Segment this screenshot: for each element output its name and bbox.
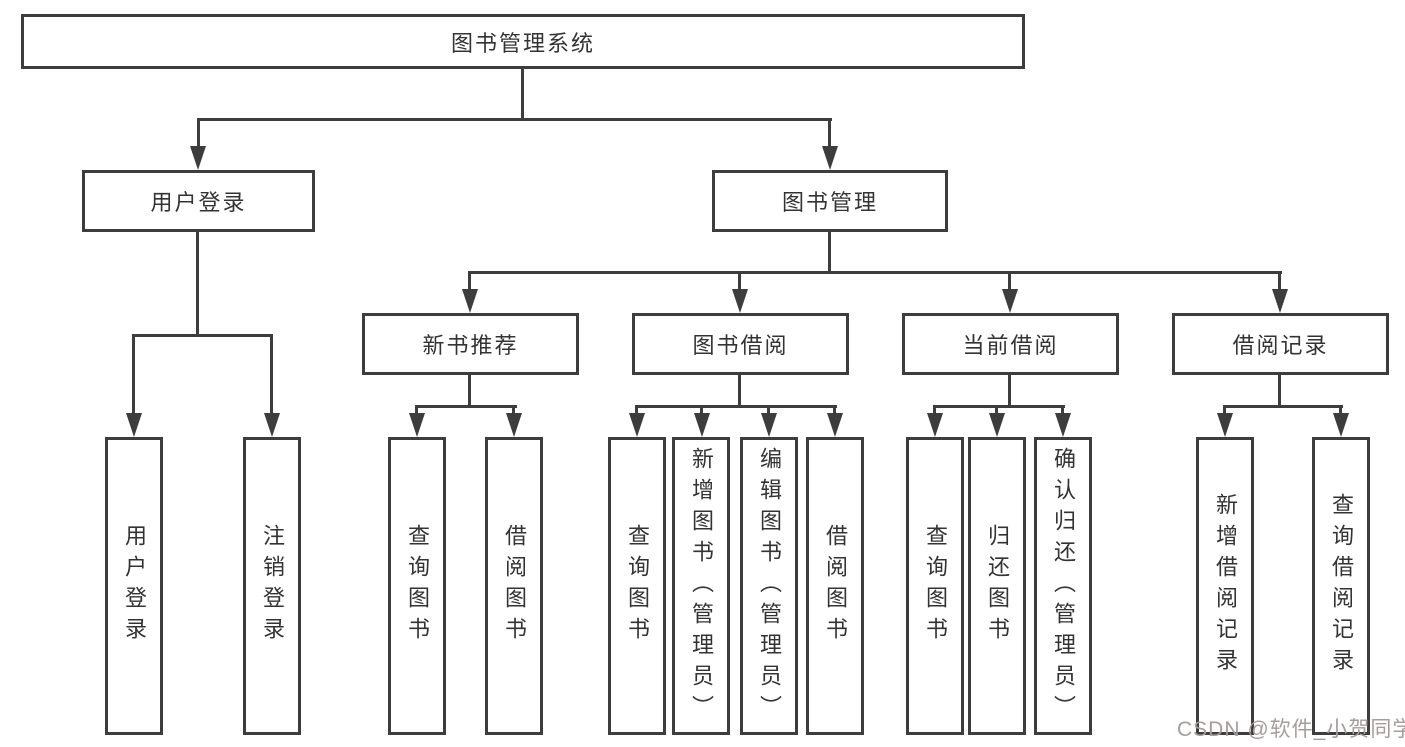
node-current-borrowing: 当前借阅 bbox=[902, 313, 1119, 375]
leaf-add-books-admin: 新增图书（管理员） bbox=[672, 437, 730, 735]
connector-line bbox=[415, 405, 517, 408]
node-label: 用户登录 bbox=[150, 190, 247, 215]
connector-line bbox=[1339, 405, 1342, 417]
connector-line bbox=[415, 405, 418, 417]
node-book-management: 图书管理 bbox=[712, 170, 948, 232]
node-label: 借阅图书 bbox=[823, 524, 848, 648]
node-label: 新书推荐 bbox=[422, 333, 519, 358]
leaf-borrow-books-newbook: 借阅图书 bbox=[485, 437, 543, 735]
node-label: 新增图书（管理员） bbox=[689, 446, 714, 726]
node-label: 编辑图书（管理员） bbox=[757, 446, 782, 726]
node-label: 图书管理系统 bbox=[450, 30, 595, 56]
node-borrow-records: 借阅记录 bbox=[1172, 313, 1389, 375]
leaf-query-books-newbook: 查询图书 bbox=[388, 437, 446, 735]
connector-line bbox=[995, 405, 998, 417]
connector-line bbox=[1223, 405, 1343, 408]
leaf-user-login: 用户登录 bbox=[105, 437, 163, 735]
arrowhead-down-icon bbox=[409, 413, 425, 437]
connector-line bbox=[1278, 375, 1281, 408]
arrowhead-down-icon bbox=[694, 413, 710, 437]
arrowhead-down-icon bbox=[761, 413, 777, 437]
connector-line bbox=[700, 405, 703, 417]
arrowhead-down-icon bbox=[1272, 289, 1288, 313]
arrowhead-down-icon bbox=[264, 413, 280, 437]
connector-line bbox=[738, 271, 741, 293]
connector-line bbox=[828, 118, 831, 148]
connector-line bbox=[512, 405, 515, 417]
arrowhead-down-icon bbox=[827, 413, 843, 437]
connector-line bbox=[197, 118, 832, 121]
node-label: 借阅图书 bbox=[502, 524, 527, 648]
node-label: 用户登录 bbox=[122, 524, 147, 648]
connector-line bbox=[738, 375, 741, 408]
connector-line bbox=[196, 232, 199, 337]
node-label: 新增借阅记录 bbox=[1213, 493, 1238, 679]
connector-line bbox=[635, 405, 837, 408]
node-root-library-system: 图书管理系统 bbox=[21, 14, 1025, 69]
node-label: 查询借阅记录 bbox=[1329, 493, 1354, 679]
arrowhead-down-icon bbox=[822, 146, 838, 170]
arrowhead-down-icon bbox=[927, 413, 943, 437]
node-label: 归还图书 bbox=[985, 524, 1010, 648]
leaf-query-borrow-record: 查询借阅记录 bbox=[1312, 437, 1370, 735]
node-label: 查询图书 bbox=[625, 524, 650, 648]
arrowhead-down-icon bbox=[126, 413, 142, 437]
connector-line bbox=[1008, 375, 1011, 408]
connector-line bbox=[132, 334, 273, 337]
connector-line bbox=[828, 232, 831, 274]
node-label: 当前借阅 bbox=[962, 333, 1059, 358]
node-label: 图书管理 bbox=[781, 190, 878, 215]
connector-line bbox=[521, 69, 524, 121]
arrowhead-down-icon bbox=[1055, 413, 1071, 437]
connector-line bbox=[468, 375, 471, 408]
connector-line bbox=[933, 405, 1065, 408]
connector-line bbox=[933, 405, 936, 417]
connector-line bbox=[1061, 405, 1064, 417]
connector-line bbox=[1008, 271, 1011, 293]
node-user-login: 用户登录 bbox=[82, 170, 315, 232]
leaf-query-books-borrow: 查询图书 bbox=[608, 437, 666, 735]
connector-line bbox=[1223, 405, 1226, 417]
node-label: 图书借阅 bbox=[692, 333, 789, 358]
connector-line bbox=[132, 334, 135, 416]
connector-line bbox=[767, 405, 770, 417]
node-book-borrowing: 图书借阅 bbox=[632, 313, 849, 375]
connector-line bbox=[635, 405, 638, 417]
arrowhead-down-icon bbox=[732, 289, 748, 313]
connector-line bbox=[468, 271, 471, 293]
csdn-watermark: CSDN @软件_小贺同学 bbox=[1177, 718, 1405, 741]
arrowhead-down-icon bbox=[1217, 413, 1233, 437]
leaf-edit-books-admin: 编辑图书（管理员） bbox=[740, 437, 798, 735]
arrowhead-down-icon bbox=[1333, 413, 1349, 437]
leaf-query-books-current: 查询图书 bbox=[906, 437, 964, 735]
leaf-logout: 注销登录 bbox=[243, 437, 301, 735]
arrowhead-down-icon bbox=[506, 413, 522, 437]
leaf-return-books: 归还图书 bbox=[968, 437, 1026, 735]
arrowhead-down-icon bbox=[462, 289, 478, 313]
node-label: 注销登录 bbox=[260, 524, 285, 648]
node-label: 借阅记录 bbox=[1232, 333, 1329, 358]
connector-line bbox=[833, 405, 836, 417]
leaf-confirm-return-admin: 确认归还（管理员） bbox=[1034, 437, 1092, 735]
connector-line bbox=[270, 334, 273, 416]
arrowhead-down-icon bbox=[989, 413, 1005, 437]
node-label: 确认归还（管理员） bbox=[1051, 446, 1076, 726]
connector-line bbox=[1278, 271, 1281, 293]
connector-line bbox=[197, 118, 200, 148]
node-new-book-recommend: 新书推荐 bbox=[362, 313, 579, 375]
arrowhead-down-icon bbox=[1002, 289, 1018, 313]
leaf-borrow-books-borrow: 借阅图书 bbox=[806, 437, 864, 735]
node-label: 查询图书 bbox=[405, 524, 430, 648]
arrowhead-down-icon bbox=[629, 413, 645, 437]
node-label: 查询图书 bbox=[923, 524, 948, 648]
connector-line bbox=[468, 271, 1282, 274]
arrowhead-down-icon bbox=[190, 146, 206, 170]
leaf-add-borrow-record: 新增借阅记录 bbox=[1196, 437, 1254, 735]
